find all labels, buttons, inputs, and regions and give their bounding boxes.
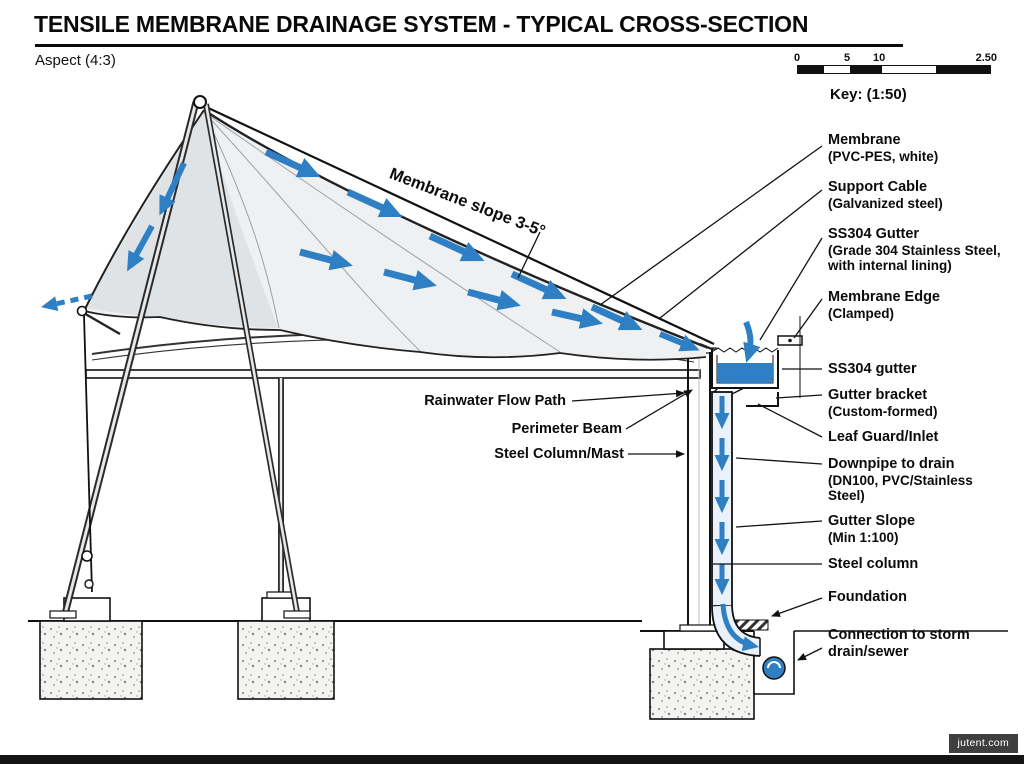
- flow-arrow: [299, 248, 353, 271]
- flow-arrow: [346, 188, 403, 218]
- edge-tie-down-cable: [83, 314, 93, 593]
- page-title: TENSILE MEMBRANE DRAINAGE SYSTEM - TYPIC…: [34, 11, 809, 37]
- storm-drain-connection: [762, 656, 786, 680]
- mast-apex-pin: [193, 95, 207, 109]
- callout-ss304-gutter-short: SS304 gutter: [828, 361, 917, 378]
- scale-segment: [798, 66, 824, 73]
- perimeter-beam: [85, 369, 701, 379]
- callout-support-cable: Support Cable (Galvanized steel): [828, 179, 943, 211]
- gutter-assembly: [699, 316, 803, 407]
- callout-storm-drain: Connection to storm drain/sewer: [828, 627, 970, 660]
- foundation-footing-middle: [237, 620, 335, 700]
- callout-downpipe: Downpipe to drain (DN100, PVC/Stainless …: [828, 456, 973, 503]
- callout-head: Steel column: [828, 556, 919, 572]
- callout-sub: (Galvanized steel): [828, 195, 943, 211]
- scale-tick: 5: [844, 52, 851, 64]
- callout-sub: (Clamped): [828, 305, 895, 321]
- callout-head: SS304 Gutter: [828, 226, 920, 242]
- foundation-footing-left: [39, 620, 143, 700]
- scale-tick: 10: [873, 52, 886, 64]
- foundation-footing-right: [649, 648, 755, 720]
- scale-bar-strip: [797, 65, 991, 74]
- callout-head: Leaf Guard/Inlet: [828, 429, 939, 445]
- flow-arrow: [551, 308, 603, 329]
- callout-sub: (Grade 304 Stainless Steel, with interna…: [828, 242, 1001, 273]
- callout-head: Gutter bracket: [828, 387, 928, 403]
- callout-sub: (Custom-formed): [828, 403, 938, 419]
- scale-key: Key: (1:50): [830, 86, 907, 103]
- leader-lines: [517, 145, 823, 661]
- masts: [49, 95, 311, 619]
- callout-membrane: Membrane (PVC-PES, white): [828, 132, 938, 164]
- flow-arrows: [41, 148, 761, 652]
- callout-membrane-edge: Membrane Edge (Clamped): [828, 289, 940, 321]
- bottom-strip: [0, 755, 1024, 764]
- callout-foundation: Foundation: [828, 589, 907, 606]
- flow-arrow: [743, 320, 761, 363]
- flow-arrow: [510, 270, 567, 300]
- flow-arrow: [658, 331, 700, 352]
- callout-steel-column: Steel column: [828, 556, 918, 573]
- foundations: [39, 597, 795, 720]
- callout-ss304-gutter: SS304 Gutter (Grade 304 Stainless Steel,…: [828, 226, 1001, 273]
- flow-arrow-dashed: [41, 293, 93, 311]
- flow-arrow: [127, 224, 155, 272]
- scale-segment: [936, 66, 990, 73]
- callout-head: Membrane: [828, 132, 901, 148]
- flow-arrow: [383, 268, 437, 291]
- membrane-shaded-underside: [86, 112, 278, 328]
- flow-arrow: [428, 232, 485, 262]
- scale-tick: 2.50: [975, 52, 997, 64]
- aspect-label: Aspect (4:3): [35, 52, 116, 69]
- steel-column-mast-label: Steel Column/Mast: [494, 446, 624, 462]
- callout-head: SS304 gutter: [828, 361, 917, 377]
- flow-arrow: [159, 161, 187, 216]
- title-underline: [35, 44, 903, 47]
- callout-head: Membrane Edge: [828, 289, 940, 305]
- arch-and-beam: [85, 332, 701, 599]
- scale-segment: [850, 66, 882, 73]
- callout-sub: (PVC-PES, white): [828, 148, 939, 164]
- support-cable: [203, 105, 715, 345]
- scale-bar: 0 5 10 2.50: [794, 52, 997, 76]
- callout-head: Support Cable: [828, 179, 928, 195]
- flow-arrow: [264, 148, 321, 178]
- callout-sub: (DN100, PVC/Stainless Steel): [828, 472, 973, 503]
- flow-arrow: [720, 603, 759, 652]
- rainwater-flow-path-label: Rainwater Flow Path: [424, 393, 566, 409]
- callout-leaf-guard: Leaf Guard/Inlet: [828, 429, 938, 446]
- callout-head: Downpipe to drain: [828, 456, 955, 472]
- scale-tick: 0: [794, 52, 801, 64]
- watermark: jutent.com: [948, 734, 1018, 753]
- callout-gutter-slope: Gutter Slope (Min 1:100): [828, 513, 915, 545]
- callout-head: Foundation: [828, 589, 907, 605]
- perimeter-beam-label: Perimeter Beam: [511, 421, 622, 437]
- callout-head: Connection to storm drain/sewer: [828, 627, 970, 660]
- gutter-water: [717, 363, 773, 383]
- flow-arrow: [467, 288, 521, 311]
- gutter-bracket: [746, 392, 779, 407]
- callout-sub: (Min 1:100): [828, 529, 899, 545]
- callout-head: Gutter Slope: [828, 513, 916, 529]
- callout-gutter-bracket: Gutter bracket (Custom-formed): [828, 387, 938, 419]
